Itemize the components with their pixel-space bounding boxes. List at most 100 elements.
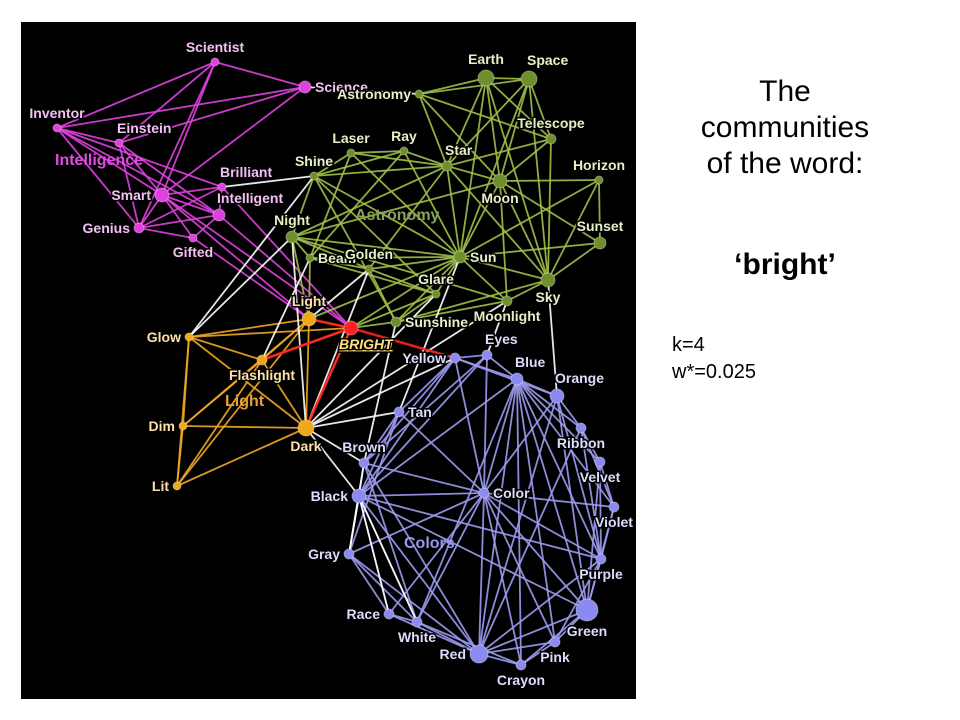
node-label-gray: Gray [308, 546, 340, 562]
node-einstein [114, 138, 124, 148]
community-edge-shine-sun [313, 175, 461, 258]
community-edge-flashlight-dark [261, 359, 307, 429]
community-edge-space-sky [528, 78, 549, 281]
node-night [285, 230, 299, 244]
bridge-edge-brown-sunshine [363, 321, 397, 464]
node-sunshine [390, 316, 402, 328]
node-scientist [210, 57, 220, 67]
node-label-black: Black [311, 488, 349, 504]
community-edge-intelligent-bright [218, 214, 352, 329]
nodes-layer [52, 57, 620, 671]
bridge-edge-glow-shine [188, 175, 315, 338]
node-yellow [449, 352, 461, 364]
node-laser [346, 148, 356, 158]
community-edge-space-star [446, 78, 530, 167]
community-edge-telescope-star [446, 138, 552, 167]
node-label-ribbon: Ribbon [557, 435, 605, 451]
community-edge-scientist-einstein [118, 61, 216, 144]
node-beam [305, 253, 315, 263]
community-edge-sun-sky [459, 256, 549, 281]
community-edge-smart-intelligent [161, 194, 220, 216]
community-edge-genius-brilliant [138, 186, 223, 229]
community-edge-eyes-brown [363, 354, 488, 464]
bridge-edge-eyes-moonlight [486, 300, 508, 356]
bridge-edge-dark-night [291, 236, 307, 429]
community-edge-white-crayon [416, 621, 522, 666]
node-space [520, 70, 538, 88]
bridge-edge-dark-glare [305, 293, 437, 429]
community-edge-black-color [358, 492, 485, 497]
community-edge-shine-night [291, 175, 315, 238]
node-label-velvet: Velvet [580, 469, 621, 485]
community-edge-blue-ribbon [516, 378, 582, 429]
community-edge-genius-intelligent [138, 214, 220, 229]
community-edge-scientist-inventor [56, 61, 216, 129]
community-edge-velvet-violet [599, 461, 615, 508]
community-edge-color-violet [483, 492, 615, 508]
node-dark [297, 419, 315, 437]
community-edge-star-sky [446, 165, 549, 281]
community-edge-blue-purple [516, 378, 602, 560]
node-label-space: Space [527, 52, 568, 68]
community-edge-yellow-brown [363, 357, 456, 464]
community-label-light: Light [225, 393, 265, 410]
node-label-glow: Glow [147, 329, 181, 345]
bright-edge-bright-yellow [350, 326, 456, 360]
node-violet [608, 501, 620, 513]
node-label-laser: Laser [332, 130, 370, 146]
node-moon [492, 173, 508, 189]
community-edge-earth-moon [485, 77, 501, 182]
bridge-edge-dark-black [305, 427, 360, 497]
node-moonlight [501, 295, 513, 307]
bridge-edge-gray-brown [348, 462, 365, 555]
node-flashlight [256, 354, 268, 366]
graph-canvas: ScientistScienceInventorEinsteinSmartGen… [28, 38, 635, 690]
node-lit [172, 481, 182, 491]
community-edge-moon-sun [459, 180, 501, 258]
community-edge-moon-night [291, 180, 501, 238]
node-label-sunshine: Sunshine [405, 314, 468, 330]
node-label-inventor: Inventor [29, 105, 85, 121]
community-edge-blue-velvet [516, 378, 601, 463]
node-science [298, 80, 312, 94]
community-edge-blue-orange [516, 378, 558, 397]
community-edge-gifted-light [192, 237, 310, 320]
community-edge-smart-brilliant [161, 186, 223, 196]
community-edge-ray-shine [313, 150, 405, 177]
node-red [469, 644, 489, 664]
community-edge-space-sun [459, 78, 530, 258]
bright-edge-bright-light [308, 317, 352, 330]
community-edge-scientist-smart [161, 61, 216, 196]
community-edge-glare-bright [350, 293, 437, 329]
community-edge-blue-pink [516, 378, 556, 643]
community-edge-night-golden [291, 236, 370, 270]
community-edge-dark-lit [176, 427, 307, 487]
node-label-telescope: Telescope [517, 115, 585, 131]
community-edge-color-white [416, 492, 485, 623]
bridge-edge-black-race [358, 495, 390, 615]
community-edge-race-red [388, 613, 480, 655]
community-edge-smart-light [161, 194, 310, 320]
labels-layer: ScientistScienceInventorEinsteinSmartGen… [28, 38, 635, 690]
community-edge-pink-red [478, 641, 556, 655]
node-label-astronomy: Astronomy [337, 86, 411, 102]
community-edge-light-dark [305, 318, 310, 429]
node-label-lit: Lit [152, 478, 169, 494]
community-edge-space-moon [499, 78, 530, 182]
param-w: w*=0.025 [672, 361, 756, 383]
edges-layer [56, 61, 615, 666]
node-earth [477, 69, 495, 87]
community-edge-tan-brown [363, 411, 400, 464]
community-edge-earth-sky [485, 77, 549, 281]
node-label-bright: BRIGHT [339, 336, 394, 352]
node-label-pink: Pink [540, 649, 570, 665]
community-edge-smart-gifted [161, 194, 194, 239]
node-label-night: Night [274, 212, 310, 228]
node-label-glare: Glare [418, 271, 454, 287]
community-edge-beam-golden [309, 257, 370, 270]
community-edge-laser-star [350, 152, 448, 167]
community-edge-gray-red [348, 553, 480, 655]
community-edge-space-astronomy [418, 78, 530, 95]
